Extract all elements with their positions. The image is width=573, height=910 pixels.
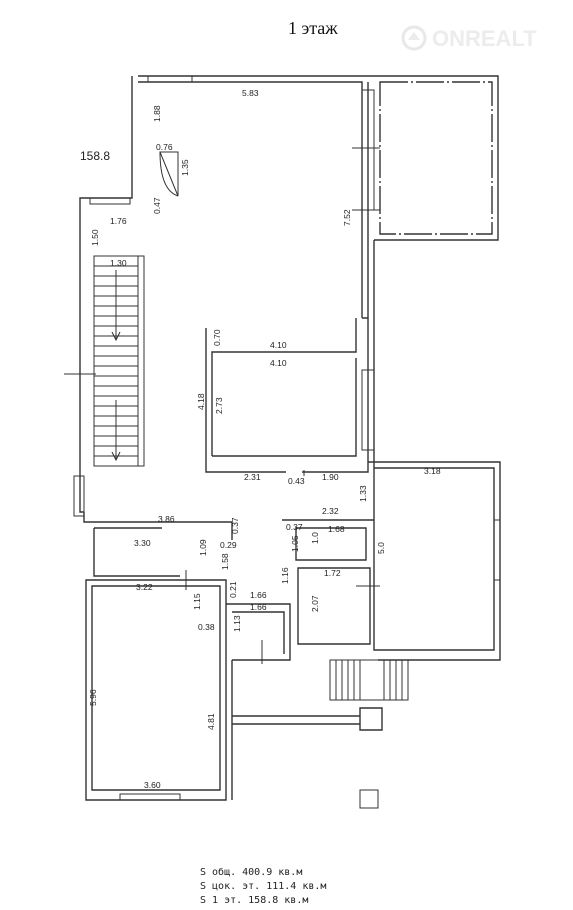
dim-wc-h2: 1.13 <box>232 615 242 632</box>
dim-wall-b: 0.47 <box>152 197 162 214</box>
dim-right-small-h: 1.33 <box>358 485 368 502</box>
dim-closet-h: 1.09 <box>198 539 208 556</box>
dim-wall-a: 1.88 <box>152 105 162 122</box>
page-title: 1 этаж <box>288 18 338 38</box>
dim-middle-h-outer: 4.18 <box>196 393 206 410</box>
area-note: 158.8 <box>80 149 110 163</box>
dim-room-height: 7.52 <box>342 209 352 226</box>
dim-hall-w: 3.86 <box>158 514 175 524</box>
dim-cell-h3: 2.07 <box>310 595 320 612</box>
dim-corr-a: 2.31 <box>244 472 261 482</box>
dim-stair-side: 1.50 <box>90 229 100 246</box>
dim-corr-b: 0.43 <box>288 476 305 486</box>
summary-total: S общ. 400.9 кв.м <box>200 867 303 878</box>
windows <box>73 75 501 809</box>
dim-bath-h1: 1.05 <box>290 535 300 552</box>
dim-gap-b: 1.66 <box>250 590 267 600</box>
dim-closet-d: 0.29 <box>220 540 237 550</box>
watermark-text: ONREALT <box>432 26 537 51</box>
dim-stair-top: 1.76 <box>110 216 127 226</box>
dim-wc-h: 1.15 <box>192 593 202 610</box>
dim-bath-small: 1.68 <box>328 524 345 534</box>
stairs-left <box>93 255 145 467</box>
summary-basement: S цок. эт. 111.4 кв.м <box>200 881 327 892</box>
dim-right-room-w: 3.18 <box>424 466 441 476</box>
stair-arrows <box>111 270 121 462</box>
dim-middle-top: 4.10 <box>270 340 287 350</box>
dim-gap-a: 0.21 <box>228 581 238 598</box>
dim-middle-inner: 4.10 <box>270 358 287 368</box>
dim-gap-c: 1.66 <box>250 602 267 612</box>
dim-wall-c: 0.38 <box>198 622 215 632</box>
dim-stair-width: 1.30 <box>110 258 127 268</box>
dim-left-room-h2: 4.81 <box>206 713 216 730</box>
dim-bath-h2: 1.0 <box>310 532 320 544</box>
dim-right-room-h: 5.0 <box>376 542 386 554</box>
dim-niche-b: 0.37 <box>286 522 303 532</box>
dim-door-h: 1.35 <box>180 159 190 176</box>
dim-door-w: 0.76 <box>156 142 173 152</box>
dim-left-room-w: 3.60 <box>144 780 161 790</box>
dim-cell-w: 1.72 <box>324 568 341 578</box>
dim-middle-h-inner: 2.73 <box>214 397 224 414</box>
porch-steps <box>329 659 409 701</box>
dim-corr-c: 1.90 <box>322 472 339 482</box>
area-summary: S общ. 400.9 кв.м S цок. эт. 111.4 кв.м … <box>200 866 326 908</box>
dim-closet-w: 3.30 <box>134 538 151 548</box>
dim-middle-offset: 0.70 <box>212 329 222 346</box>
dim-cell-h: 1.58 <box>220 553 230 570</box>
onrealt-watermark: ONREALT <box>401 25 537 51</box>
dim-cell-h2: 1.16 <box>280 567 290 584</box>
dim-bath-w: 2.32 <box>322 506 339 516</box>
dim-left-room-h: 5.96 <box>88 689 98 706</box>
dim-niche-a: 0.37 <box>230 517 240 534</box>
dim-hall-b: 3.22 <box>136 582 153 592</box>
dim-top-room-width: 5.83 <box>242 88 259 98</box>
summary-floor1: S 1 эт. 158.8 кв.м <box>200 895 309 906</box>
door-arc <box>159 151 179 197</box>
